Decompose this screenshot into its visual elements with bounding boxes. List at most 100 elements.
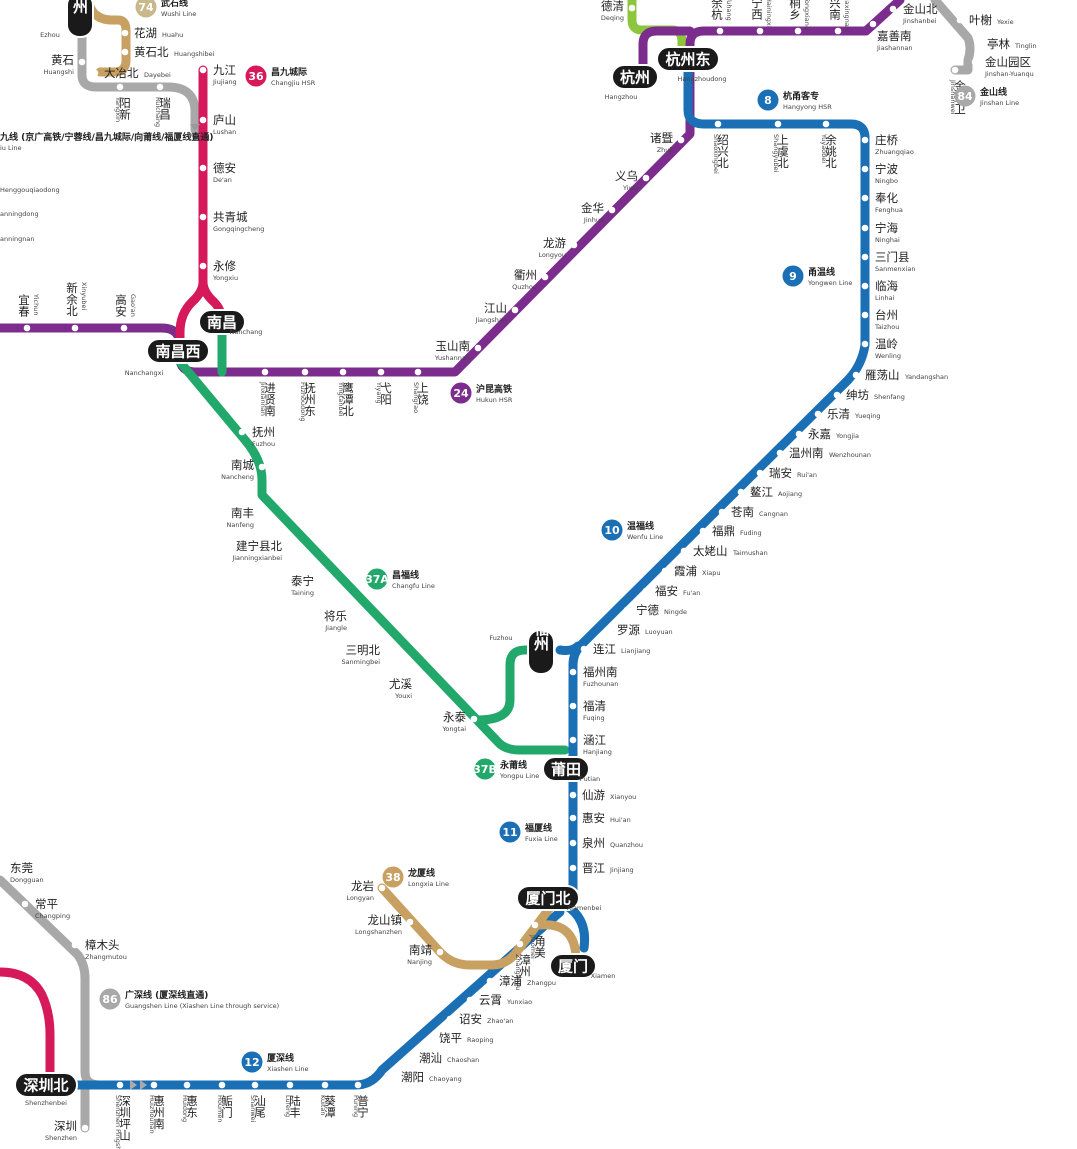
station-ezhou[interactable]: 鄂州Ezhou	[40, 0, 94, 39]
